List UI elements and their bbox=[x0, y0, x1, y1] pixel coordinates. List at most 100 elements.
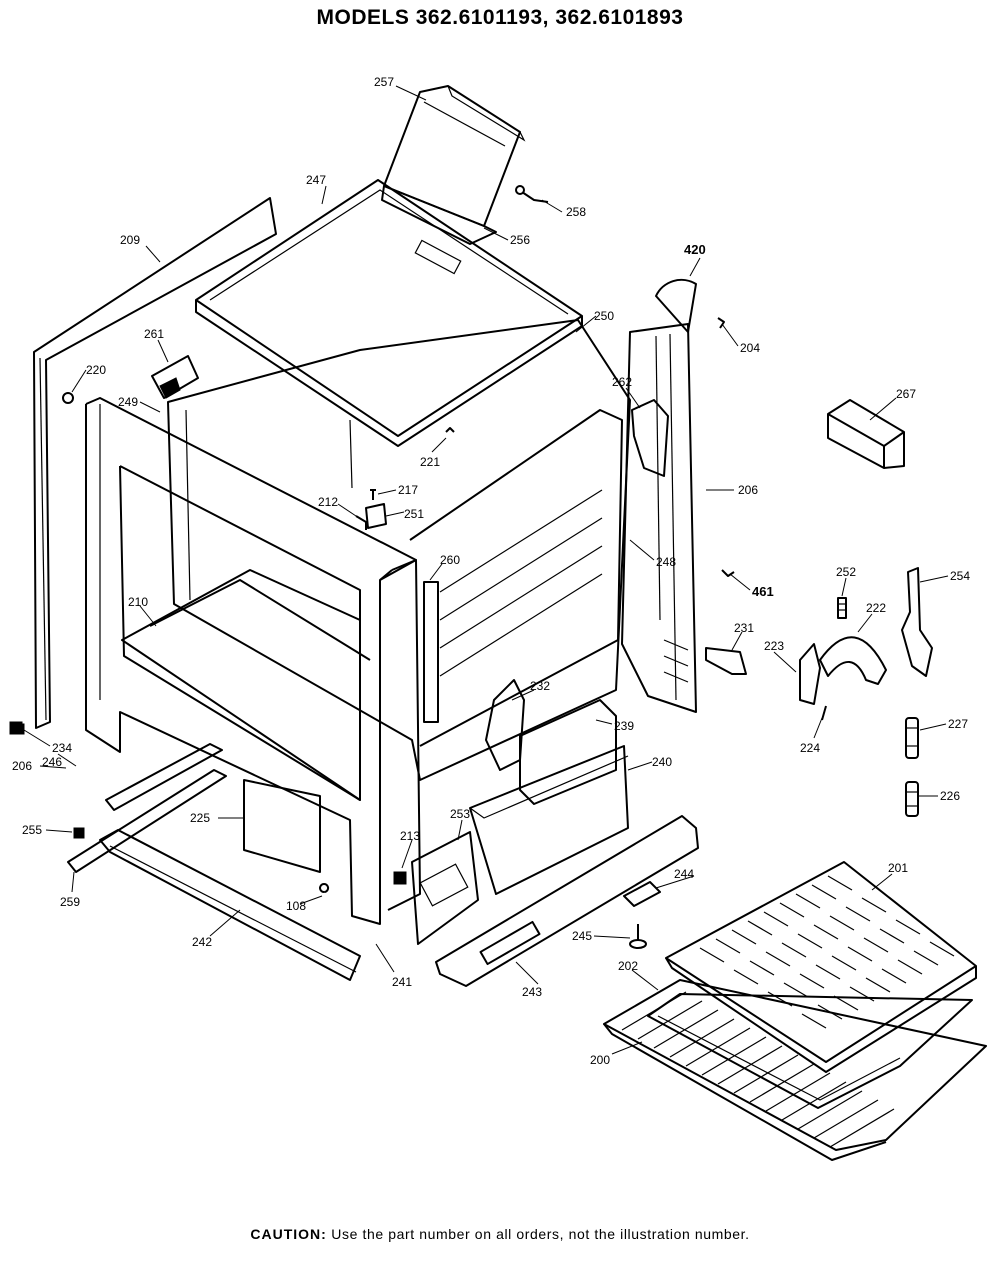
part-234 bbox=[9, 721, 23, 735]
pan-slot bbox=[833, 995, 859, 1011]
pan-slot bbox=[861, 897, 887, 913]
callout-204: 204 bbox=[740, 341, 760, 355]
callout-227: 227 bbox=[948, 717, 968, 731]
part-oven-body bbox=[167, 319, 631, 781]
diagram-title: MODELS 362.6101193, 362.6101893 bbox=[316, 6, 684, 29]
callout-209: 209 bbox=[120, 233, 140, 247]
callout-217: 217 bbox=[398, 483, 418, 497]
part-clip-461 bbox=[721, 569, 735, 577]
pan-slot bbox=[831, 955, 857, 971]
part-screw-108 bbox=[319, 883, 330, 893]
rack-bar bbox=[813, 1099, 879, 1139]
callout-243: 243 bbox=[522, 985, 542, 999]
pan-slot bbox=[781, 942, 807, 958]
pan-slot bbox=[733, 969, 759, 985]
callout-249: 249 bbox=[118, 395, 138, 409]
part-screw-220 bbox=[62, 392, 74, 404]
pan-slot bbox=[881, 968, 907, 984]
pan-slot bbox=[847, 946, 873, 962]
callout-232: 232 bbox=[530, 679, 550, 693]
part-hinge-222 bbox=[819, 636, 887, 685]
part-broiler-tray bbox=[647, 993, 973, 1109]
pan-slot bbox=[747, 920, 773, 936]
callout-223: 223 bbox=[764, 639, 784, 653]
pan-slot bbox=[783, 982, 809, 998]
part-spring-252 bbox=[837, 597, 847, 619]
pan-slot bbox=[879, 928, 905, 944]
part-burner-bracket bbox=[151, 355, 199, 399]
rack-bar bbox=[733, 1054, 799, 1094]
part-leveler-245 bbox=[629, 924, 647, 949]
part-bottom-rail-259 bbox=[67, 743, 227, 873]
callout-260: 260 bbox=[440, 553, 460, 567]
part-small-bracket bbox=[515, 185, 549, 203]
callout-206b: 206 bbox=[12, 759, 32, 773]
pan-slot bbox=[813, 924, 839, 940]
callout-244: 244 bbox=[674, 867, 694, 881]
callout-252: 252 bbox=[836, 565, 856, 579]
pan-slot bbox=[763, 911, 789, 927]
callout-257: 257 bbox=[374, 75, 394, 89]
pan-slot bbox=[815, 964, 841, 980]
rack-bar bbox=[797, 1090, 863, 1130]
part-box-239 bbox=[519, 699, 617, 805]
pan-slot bbox=[797, 933, 823, 949]
rack-bar bbox=[621, 991, 687, 1031]
callout-222: 222 bbox=[866, 601, 886, 615]
pan-slot bbox=[913, 950, 939, 966]
part-lower-front-trim bbox=[411, 831, 479, 945]
part-broiler-pan bbox=[665, 861, 977, 1073]
part-spring-226 bbox=[905, 781, 919, 817]
pan-slot bbox=[895, 919, 921, 935]
callout-labels: 257 258 247 256 209 420 204 250 261 220 … bbox=[12, 75, 970, 1067]
part-cover-plate-225 bbox=[243, 779, 321, 873]
rack-bar bbox=[669, 1018, 735, 1058]
part-bracket-254 bbox=[901, 567, 933, 677]
part-foot-255 bbox=[73, 827, 85, 839]
callout-212: 212 bbox=[318, 495, 338, 509]
callout-255: 255 bbox=[22, 823, 42, 837]
part-rail-240 bbox=[469, 745, 629, 895]
callout-251: 251 bbox=[404, 507, 424, 521]
rack-bar bbox=[781, 1081, 847, 1121]
part-tab-244 bbox=[623, 881, 661, 907]
part-front-frame bbox=[85, 397, 421, 925]
caution-note: CAUTION: Use the part number on all orde… bbox=[0, 1226, 1000, 1242]
rack-bar bbox=[765, 1072, 831, 1112]
callout-420: 420 bbox=[684, 242, 706, 257]
part-trim-260 bbox=[423, 581, 439, 723]
part-bracket-251 bbox=[365, 503, 387, 529]
pan-slot bbox=[827, 875, 853, 891]
callout-234: 234 bbox=[52, 741, 72, 755]
callout-202: 202 bbox=[618, 959, 638, 973]
callout-241: 241 bbox=[392, 975, 412, 989]
callout-247: 247 bbox=[306, 173, 326, 187]
callout-245: 245 bbox=[572, 929, 592, 943]
rack-bar bbox=[637, 1000, 703, 1040]
part-front-side-210 bbox=[149, 579, 371, 661]
pan-slot bbox=[731, 929, 757, 945]
part-plate-231 bbox=[705, 647, 747, 675]
part-round-element bbox=[655, 278, 697, 333]
pan-slot bbox=[811, 884, 837, 900]
callout-261: 261 bbox=[144, 327, 164, 341]
rack-bar bbox=[701, 1036, 767, 1076]
part-hinge-arm-223 bbox=[799, 643, 821, 705]
part-screw-221 bbox=[445, 427, 455, 433]
callout-206a: 206 bbox=[738, 483, 758, 497]
part-switch-213 bbox=[393, 871, 407, 885]
callout-259: 259 bbox=[60, 895, 80, 909]
callout-210: 210 bbox=[128, 595, 148, 609]
pan-slot bbox=[863, 937, 889, 953]
part-hinge-strip bbox=[381, 185, 497, 245]
part-screw-217 bbox=[370, 489, 376, 500]
callout-225: 225 bbox=[190, 811, 210, 825]
pan-slot bbox=[795, 893, 821, 909]
part-cooktop bbox=[195, 179, 583, 447]
part-screw-224 bbox=[821, 705, 827, 721]
rack-bar bbox=[829, 1108, 895, 1148]
callout-239: 239 bbox=[614, 719, 634, 733]
callout-221: 221 bbox=[420, 455, 440, 469]
callout-461: 461 bbox=[752, 584, 774, 599]
